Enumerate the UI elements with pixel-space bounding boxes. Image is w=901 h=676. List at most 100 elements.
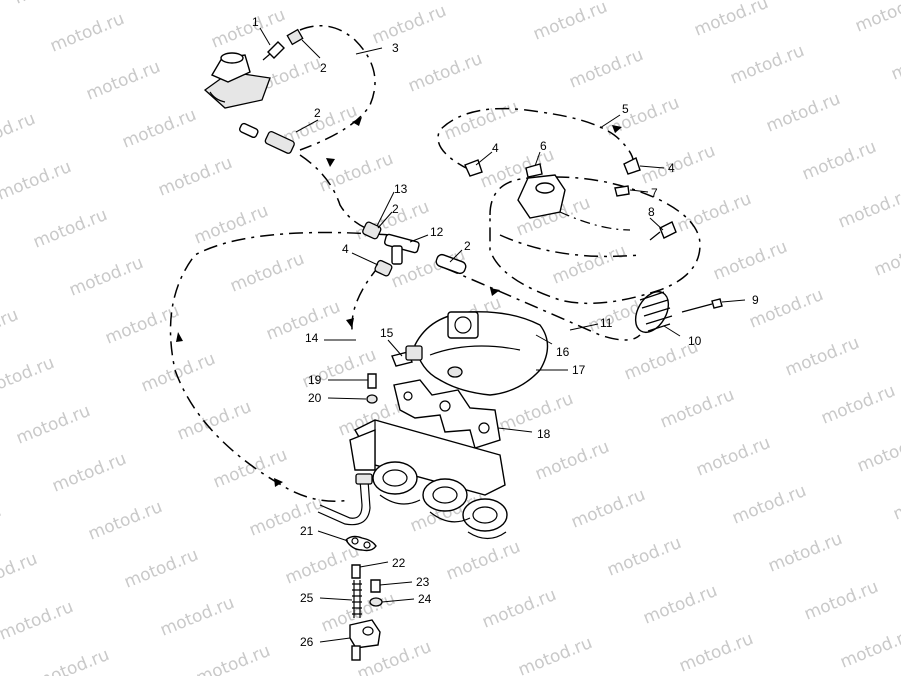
watermark-text: motod.ru — [763, 89, 843, 137]
watermark-text: motod.ru — [835, 185, 901, 233]
callout-4: 4 — [492, 141, 499, 155]
watermark-text: motod.ru — [801, 577, 881, 625]
watermark-text: motod.ru — [566, 45, 646, 93]
watermark-text: motod.ru — [210, 445, 290, 493]
watermark-text: motod.ru — [530, 0, 610, 45]
callout-16: 16 — [556, 345, 570, 359]
watermark-text: motod.ru — [888, 37, 901, 85]
watermark-text: motod.ru — [119, 105, 199, 153]
spring-25 — [352, 580, 362, 618]
watermark-text: motod.ru — [837, 625, 901, 673]
watermark-text: motod.ru — [854, 429, 901, 477]
watermark-text: motod.ru — [727, 41, 807, 89]
watermark-text: motod.ru — [85, 497, 165, 545]
fitting-15 — [391, 345, 423, 367]
watermark-text: motod.ru — [602, 93, 682, 141]
watermark-text: motod.ru — [604, 533, 684, 581]
hose-coupler — [239, 122, 295, 154]
callout-20: 20 — [308, 391, 322, 405]
spring-10 — [634, 291, 673, 333]
watermark-text: motod.ru — [0, 353, 57, 401]
watermark-text: motod.ru — [443, 537, 523, 585]
watermark-text: motod.ru — [193, 641, 273, 676]
watermark-text: motod.ru — [852, 0, 901, 37]
watermark-text: motod.ru — [0, 549, 40, 597]
fitting-4-lower — [374, 259, 393, 277]
watermark-text: motod.ru — [174, 397, 254, 445]
cylinder-block — [349, 419, 508, 540]
watermark-text: motod.ru — [568, 485, 648, 533]
water-box — [517, 174, 631, 231]
callout-2: 2 — [314, 106, 321, 120]
callout-2: 2 — [392, 202, 399, 216]
watermark-text: motod.ru — [640, 581, 720, 629]
callout-4: 4 — [668, 161, 675, 175]
callout-5: 5 — [622, 102, 629, 116]
bolt-9 — [681, 298, 723, 313]
washer-24 — [369, 597, 383, 607]
watermark-text: motod.ru — [47, 9, 127, 57]
watermark-text: motod.ru — [765, 529, 845, 577]
watermark-text: motod.ru — [729, 481, 809, 529]
watermark-text: motod.ru — [890, 477, 901, 525]
watermark-text: motod.ru — [799, 137, 879, 185]
fitting-1 — [262, 41, 285, 61]
callout-23: 23 — [416, 575, 430, 589]
callout-17: 17 — [572, 363, 586, 377]
watermark-text: motod.ru — [138, 349, 218, 397]
callout-10: 10 — [688, 334, 702, 348]
watermark-text: motod.ru — [0, 305, 21, 353]
callout-2: 2 — [320, 61, 327, 75]
watermark-text: motod.ru — [172, 0, 252, 5]
bypass-pipe — [317, 473, 373, 526]
watermark-text: motod.ru — [227, 249, 307, 297]
watermark-text: motod.ru — [782, 333, 862, 381]
watermark-text: motod.ru — [49, 449, 129, 497]
watermark-text: motod.ru — [263, 297, 343, 345]
watermark-text: motod.ru — [657, 385, 737, 433]
callout-3: 3 — [392, 41, 399, 55]
watermark-text: motod.ru — [0, 109, 38, 157]
callout-18: 18 — [537, 427, 551, 441]
watermark-text: motod.ru — [638, 141, 718, 189]
fitting-22 — [351, 564, 361, 579]
callout-21: 21 — [300, 524, 314, 538]
callout-24: 24 — [418, 592, 432, 606]
watermark-text: motod.ru — [191, 201, 271, 249]
callout-8: 8 — [648, 205, 655, 219]
watermark-text: motod.ru — [246, 493, 326, 541]
watermark-text: motod.ru — [0, 501, 4, 549]
fitting-8 — [649, 221, 677, 241]
callout-11: 11 — [600, 316, 613, 330]
callout-14: 14 — [305, 331, 319, 345]
watermark-text: motod.ru — [66, 253, 146, 301]
watermark-text: motod.ru — [316, 149, 396, 197]
tee-fitting-12 — [384, 233, 420, 265]
watermark-text: motod.ru — [871, 233, 901, 281]
fitting-4-right — [623, 157, 641, 175]
watermark-text: motod.ru — [549, 241, 629, 289]
watermark-text: motod.ru — [532, 437, 612, 485]
callout-19: 19 — [308, 373, 322, 387]
housing-26 — [349, 619, 381, 661]
pump-outlet-fitting — [203, 52, 271, 109]
callout-26: 26 — [300, 635, 314, 649]
watermark-text: motod.ru — [818, 381, 898, 429]
watermark-text: motod.ru — [13, 401, 93, 449]
callout-labels: 1 2 3 2 5 4 6 4 7 8 13 2 12 4 2 9 11 10 … — [252, 15, 759, 649]
watermark-text: motod.ru — [676, 629, 756, 676]
bolt-19 — [367, 373, 377, 389]
watermark-text: motod.ru — [710, 237, 790, 285]
callout-22: 22 — [392, 556, 406, 570]
hose-clamp-top — [286, 28, 304, 46]
watermark-text: motod.ru — [441, 97, 521, 145]
watermark-text: motod.ru — [30, 205, 110, 253]
watermark-text: motod.ru — [121, 545, 201, 593]
callout-15: 15 — [380, 326, 394, 340]
gasket-21 — [345, 535, 377, 552]
watermark-text: motod.ru — [405, 49, 485, 97]
watermark-text: motod.ru — [515, 633, 595, 676]
exhaust-manifold-17 — [414, 311, 549, 396]
watermark-text: motod.ru — [691, 0, 771, 41]
callout-25: 25 — [300, 591, 314, 605]
